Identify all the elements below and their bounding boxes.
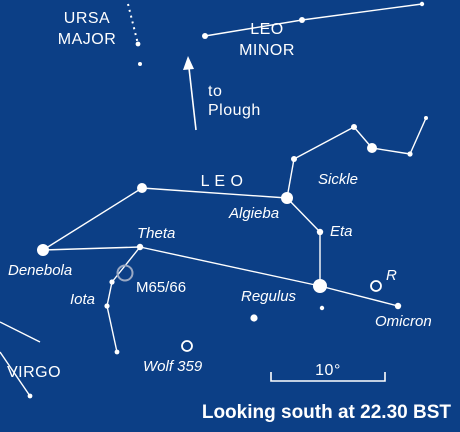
regulus-label: Regulus <box>241 288 297 305</box>
variable-star-r <box>370 280 382 292</box>
leo-stars <box>37 116 428 355</box>
m65-66-label: M65/66 <box>136 279 186 296</box>
star <box>135 41 141 47</box>
eta-label: Eta <box>330 223 353 240</box>
star <box>424 116 428 120</box>
virgo-label: VIRGO <box>7 364 61 381</box>
plough-pointer-label-line1: to <box>208 83 222 100</box>
leo-minor-label-line1: LEO <box>250 21 284 38</box>
galaxy-m65-66-marker <box>116 264 134 282</box>
star-regulus <box>313 279 327 293</box>
star <box>250 314 258 322</box>
virgo-figure-lines <box>0 321 41 399</box>
wolf-359-marker <box>181 340 193 352</box>
star-theta <box>136 243 144 251</box>
denebola-label: Denebola <box>8 262 72 279</box>
star-zosma <box>137 183 147 193</box>
star <box>109 279 115 285</box>
ursa-major-label-line2: MAJOR <box>58 31 117 48</box>
star-eta <box>316 228 324 236</box>
plough-pointer-label-line2: Plough <box>208 102 261 119</box>
star <box>291 156 297 162</box>
iota-label: Iota <box>70 291 95 308</box>
star <box>319 305 325 311</box>
star <box>114 349 120 355</box>
leo-label: L E O <box>201 173 244 190</box>
sickle-label: Sickle <box>318 171 358 188</box>
leo-minor-label-line2: MINOR <box>239 42 295 59</box>
star-iota <box>104 303 110 309</box>
ursa-major-label-line1: URSA <box>64 10 110 27</box>
scale-label: 10° <box>315 362 341 379</box>
variable-r-label: R <box>386 267 397 284</box>
leo-minor-figure <box>202 1 425 39</box>
star-omicron <box>394 302 402 310</box>
omicron-label: Omicron <box>375 313 432 330</box>
scale-bar <box>270 372 386 382</box>
ursa-major-fragment <box>127 3 142 66</box>
star-denebola <box>37 244 49 256</box>
star <box>367 143 377 153</box>
theta-label: Theta <box>137 225 175 242</box>
star <box>351 124 357 130</box>
arrow-up-icon <box>183 56 197 131</box>
algieba-label: Algieba <box>228 205 279 222</box>
star <box>407 151 413 157</box>
star-algieba <box>281 192 293 204</box>
caption: Looking south at 22.30 BST <box>202 402 452 423</box>
star <box>138 62 142 66</box>
wolf-359-label: Wolf 359 <box>143 358 203 375</box>
